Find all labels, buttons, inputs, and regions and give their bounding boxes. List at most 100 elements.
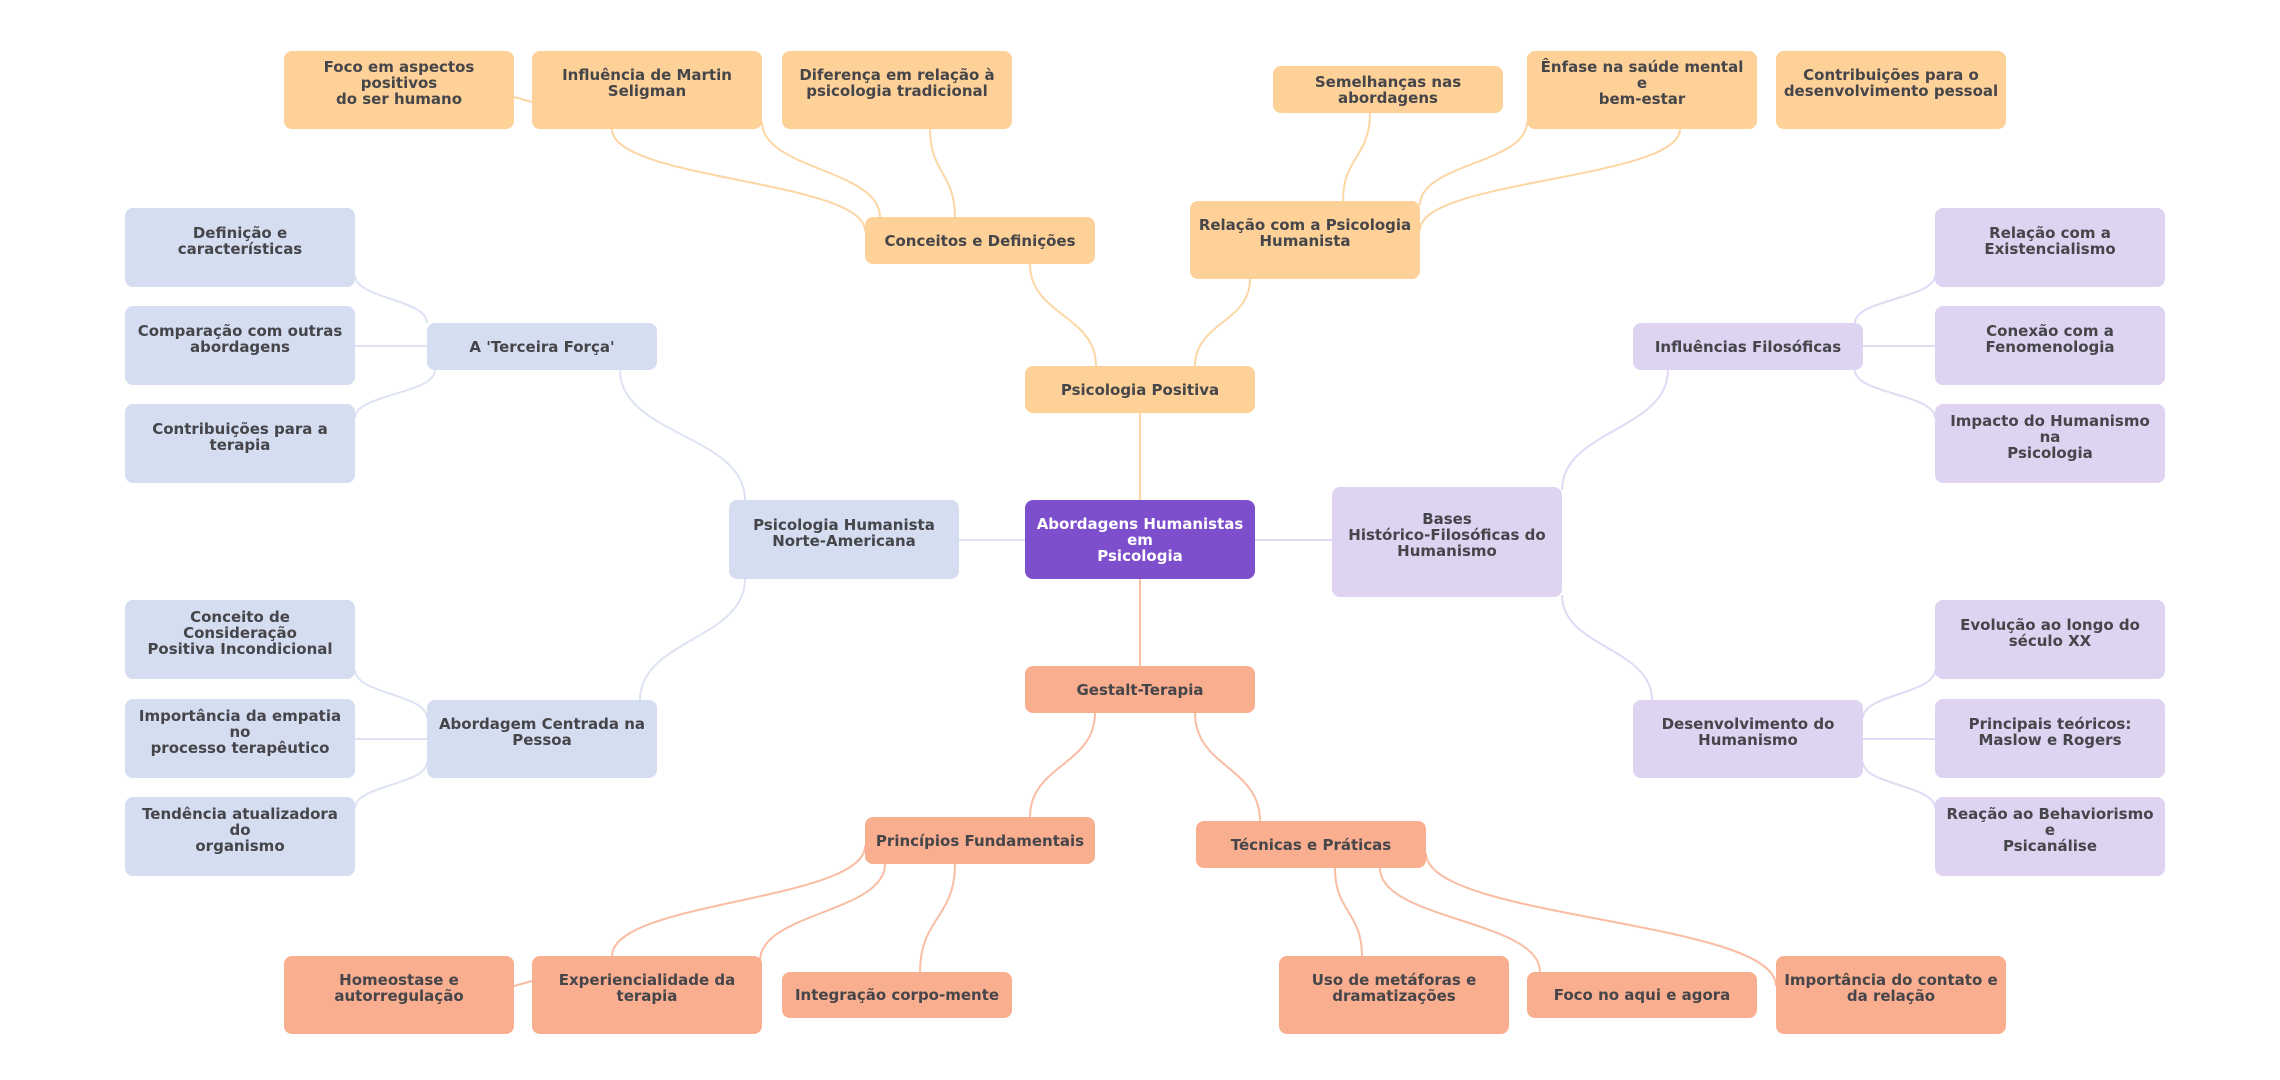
edge-humanista-terceira: [619, 369, 746, 501]
root-node[interactable]: Abordagens Humanistas em Psicologia: [1025, 500, 1255, 579]
leaf-label: Foco em aspectos positivos do ser humano: [323, 58, 475, 108]
edge-foco-seligman: [513, 96, 533, 103]
leaf-node[interactable]: Importância da empatia no processo terap…: [125, 699, 355, 778]
leaf-node[interactable]: Conexão com a Fenomenologia: [1935, 306, 2165, 385]
leaf-node[interactable]: Conceito de Consideração Positiva Incond…: [125, 600, 355, 679]
branch-label: Psicologia Humanista Norte-Americana: [753, 515, 935, 550]
leaf-node[interactable]: Uso de metáforas e dramatizações: [1279, 956, 1509, 1034]
edge-relacao-contribuicoes: [1419, 128, 1681, 231]
edge-conceitos-seligman: [761, 121, 881, 218]
leaf-label: Definição e características: [177, 223, 303, 258]
branch-label: Bases Histórico-Filosóficas do Humanismo: [1348, 510, 1546, 560]
edge-principios-experiencialidade-2: [759, 863, 886, 962]
subtopic-label: Influências Filosóficas: [1654, 337, 1842, 356]
branch-bases-historico-filosoficas[interactable]: Bases Histórico-Filosóficas do Humanismo: [1332, 487, 1562, 597]
edge-homeostase-experiencialidade: [513, 980, 533, 987]
leaf-node[interactable]: Definição e características: [125, 208, 355, 287]
leaf-label: Uso de metáforas e dramatizações: [1311, 971, 1477, 1005]
edge-conceitos-diferenca: [929, 128, 956, 218]
edge-bases-desenvolvimento: [1561, 594, 1653, 701]
edge-positiva-relacao: [1194, 278, 1251, 367]
leaf-node[interactable]: Influência de Martin Seligman: [532, 51, 762, 129]
subtopic-terceira-forca[interactable]: A 'Terceira Força': [427, 323, 657, 370]
leaf-node[interactable]: Integração corpo-mente: [782, 972, 1012, 1018]
leaf-label: Reação ao Behaviorismo e Psicanálise: [1946, 804, 2154, 855]
root-label: Abordagens Humanistas em Psicologia: [1036, 514, 1244, 565]
leaf-label: Ênfase na saúde mental e bem-estar: [1540, 58, 1744, 108]
edge-conceitos-foco: [611, 128, 866, 232]
edge-relacao-enfase: [1419, 121, 1528, 206]
leaf-node[interactable]: Homeostase e autorregulação: [284, 956, 514, 1034]
leaf-node[interactable]: Foco em aspectos positivos do ser humano: [284, 51, 514, 129]
leaf-label: Diferença em relação à psicologia tradic…: [799, 66, 995, 100]
edge-influencias-existencialismo: [1854, 274, 1936, 324]
edge-tecnicas-metaforas: [1334, 867, 1363, 957]
edge-relacao-semelhancas: [1342, 112, 1371, 202]
leaf-node[interactable]: Tendência atualizadora do organismo: [125, 797, 355, 876]
leaf-node[interactable]: Comparação com outras abordagens: [125, 306, 355, 385]
edge-bases-influencias: [1561, 369, 1669, 491]
subtopic-label: Técnicas e Práticas: [1230, 835, 1392, 854]
leaf-node[interactable]: Importância do contato e da relação: [1776, 956, 2006, 1034]
leaf-label: Integração corpo-mente: [794, 986, 1000, 1004]
leaf-node[interactable]: Principais teóricos: Maslow e Rogers: [1935, 699, 2165, 778]
subtopic-desenvolvimento-humanismo[interactable]: Desenvolvimento do Humanismo: [1633, 700, 1863, 778]
leaf-node[interactable]: Ênfase na saúde mental e bem-estar: [1527, 51, 1757, 129]
leaf-label: Evolução ao longo do século XX: [1960, 615, 2140, 650]
subtopic-label: Conceitos e Definições: [884, 231, 1076, 250]
edge-humanista-abordagem: [639, 578, 746, 701]
leaf-label: Importância da empatia no processo terap…: [138, 706, 342, 757]
subtopic-principios-fundamentais[interactable]: Princípios Fundamentais: [865, 817, 1095, 864]
leaf-label: Importância do contato e da relação: [1784, 971, 1998, 1005]
edge-abordagem-conceito: [354, 669, 428, 719]
leaf-label: Principais teóricos: Maslow e Rogers: [1968, 714, 2132, 749]
subtopic-label: Princípios Fundamentais: [875, 831, 1085, 850]
edge-gestalt-principios: [1029, 712, 1096, 818]
branch-label: Gestalt-Terapia: [1076, 680, 1204, 699]
leaf-label: Homeostase e autorregulação: [334, 971, 464, 1005]
branch-psicologia-positiva[interactable]: Psicologia Positiva: [1025, 366, 1255, 413]
subtopic-conceitos-definicoes[interactable]: Conceitos e Definições: [865, 217, 1095, 264]
edge-principios-experiencialidade: [611, 845, 866, 957]
edge-tecnicas-importancia: [1425, 852, 1777, 987]
branch-gestalt-terapia[interactable]: Gestalt-Terapia: [1025, 666, 1255, 713]
subtopic-relacao-psicologia-humanista[interactable]: Relação com a Psicologia Humanista: [1190, 201, 1420, 279]
edge-gestalt-tecnicas: [1194, 712, 1261, 822]
subtopic-label: Relação com a Psicologia Humanista: [1198, 216, 1412, 250]
leaf-node[interactable]: Contribuições para a terapia: [125, 404, 355, 483]
leaf-node[interactable]: Foco no aqui e agora: [1527, 972, 1757, 1018]
subtopic-tecnicas-praticas[interactable]: Técnicas e Práticas: [1196, 821, 1426, 868]
subtopic-label: Abordagem Centrada na Pessoa: [438, 715, 646, 749]
leaf-label: Impacto do Humanismo na Psicologia: [1950, 411, 2150, 462]
subtopic-label: Desenvolvimento do Humanismo: [1661, 715, 1835, 749]
edge-abordagem-tendencia: [354, 761, 428, 809]
subtopic-label: A 'Terceira Força': [469, 337, 615, 356]
leaf-label: Contribuições para o desenvolvimento pes…: [1783, 66, 1999, 100]
leaf-label: Influência de Martin Seligman: [562, 66, 732, 100]
leaf-node[interactable]: Semelhanças nas abordagens: [1273, 66, 1503, 113]
edge-tecnicas-foco: [1379, 867, 1541, 973]
leaf-node[interactable]: Impacto do Humanismo na Psicologia: [1935, 404, 2165, 483]
branch-label: Psicologia Positiva: [1060, 380, 1220, 399]
leaf-node[interactable]: Relação com a Existencialismo: [1935, 208, 2165, 287]
leaf-label: Foco no aqui e agora: [1553, 986, 1731, 1004]
leaf-node[interactable]: Reação ao Behaviorismo e Psicanálise: [1935, 797, 2165, 876]
subtopic-abordagem-centrada-pessoa[interactable]: Abordagem Centrada na Pessoa: [427, 700, 657, 778]
leaf-node[interactable]: Contribuições para o desenvolvimento pes…: [1776, 51, 2006, 129]
leaf-node[interactable]: Experiencialidade da terapia: [532, 956, 762, 1034]
edge-desenvolvimento-reacao: [1862, 761, 1936, 809]
edge-positiva-conceitos: [1029, 263, 1097, 367]
edge-terceira-contribuicoes: [354, 369, 436, 419]
leaf-label: Conexão com a Fenomenologia: [1985, 321, 2115, 356]
leaf-node[interactable]: Diferença em relação à psicologia tradic…: [782, 51, 1012, 129]
subtopic-influencias-filosoficas[interactable]: Influências Filosóficas: [1633, 323, 1863, 370]
leaf-label: Relação com a Existencialismo: [1984, 223, 2116, 258]
edge-influencias-impacto: [1854, 369, 1936, 419]
leaf-label: Comparação com outras abordagens: [137, 321, 343, 356]
branch-psicologia-humanista-norte-americana[interactable]: Psicologia Humanista Norte-Americana: [729, 500, 959, 579]
leaf-label: Contribuições para a terapia: [152, 419, 328, 454]
leaf-node[interactable]: Evolução ao longo do século XX: [1935, 600, 2165, 679]
edge-desenvolvimento-evolucao: [1862, 669, 1936, 719]
leaf-label: Experiencialidade da terapia: [558, 971, 736, 1005]
